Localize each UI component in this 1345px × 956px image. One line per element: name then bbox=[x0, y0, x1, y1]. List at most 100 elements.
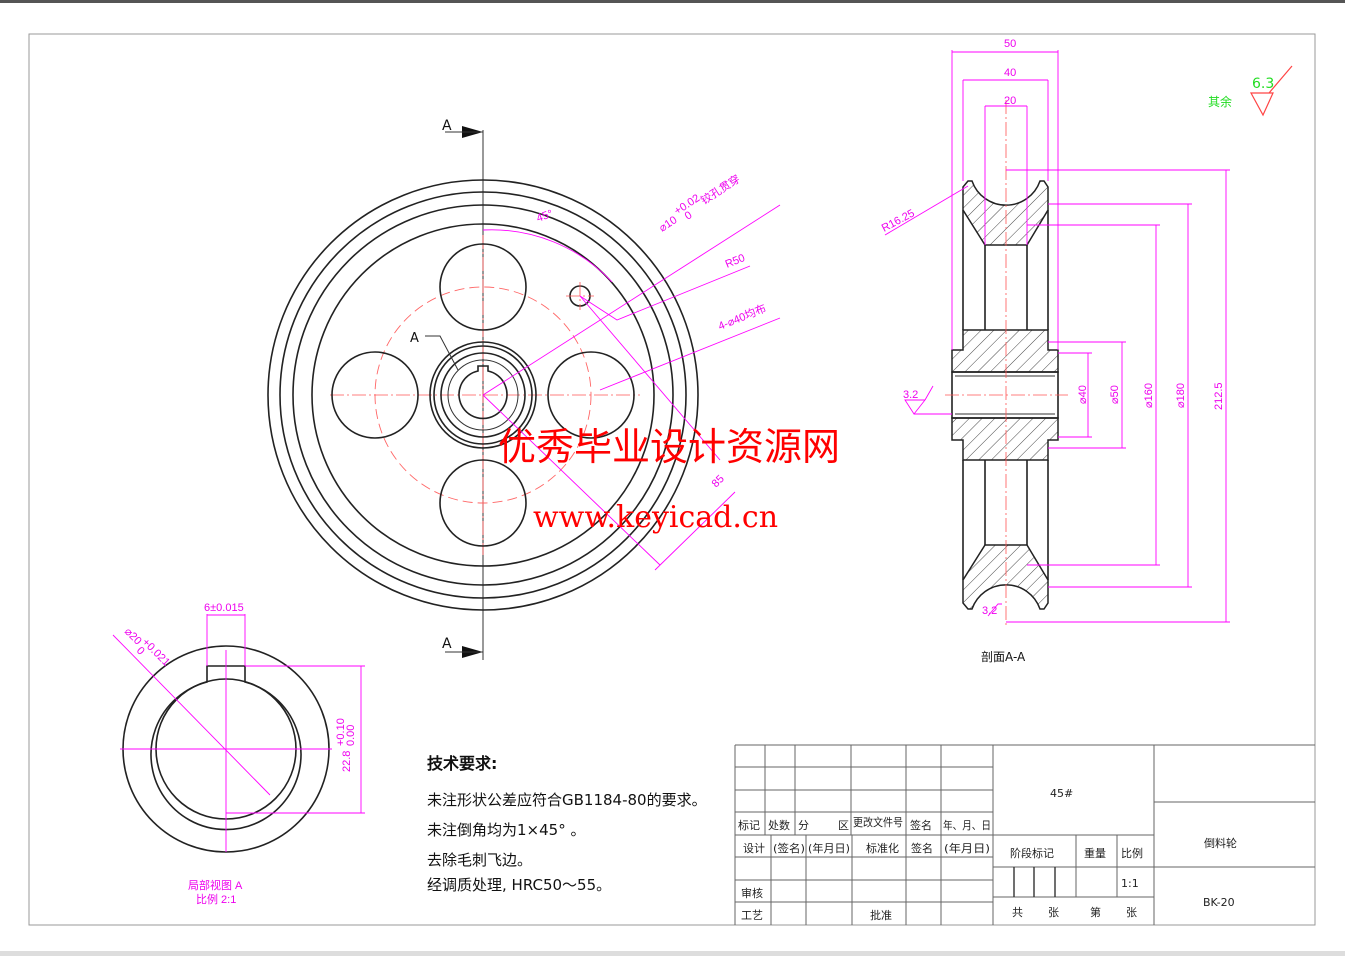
hub-chamfer-circle bbox=[447, 359, 519, 431]
lightening-hole bbox=[331, 351, 419, 439]
material: 45# bbox=[1050, 787, 1073, 800]
sheets-total-label: 共 bbox=[1012, 906, 1023, 919]
dim-key-depth: 22.8 +0.10 0.00 bbox=[335, 718, 357, 772]
scale-label: 比例 bbox=[1121, 846, 1143, 860]
review-label: 审核 bbox=[741, 886, 763, 900]
dim-pin-hole-value: ⌀10 bbox=[657, 214, 679, 234]
title-block: 45# 倒料轮 BK-20 标记 处数 分 区 更改文件号 签名 年、月、日 设… bbox=[734, 744, 1315, 925]
dim-20: 20 bbox=[1004, 95, 1016, 107]
title-block-grid bbox=[734, 744, 1315, 925]
dim-85-lines bbox=[482, 295, 736, 571]
section-mark-top: A bbox=[442, 118, 452, 134]
holes-leader bbox=[599, 317, 781, 391]
sheet-no-label: 第 bbox=[1090, 905, 1101, 919]
dim-key-depth-value: 22.8 bbox=[341, 751, 353, 772]
lightening-hole bbox=[439, 459, 527, 547]
tech-item: 去除毛刺飞边。 bbox=[427, 851, 532, 869]
design-date: (年月日) bbox=[808, 841, 850, 855]
weight-label: 重量 bbox=[1084, 846, 1106, 860]
angle-arc bbox=[482, 229, 613, 283]
th-date: 年、月、日 bbox=[943, 818, 991, 832]
dim-holes: 4-⌀40均布 bbox=[716, 302, 768, 333]
window-bottom-edge bbox=[0, 951, 1345, 956]
approve-label: 批准 bbox=[870, 908, 892, 922]
detail-view: 6±0.015 ⌀20 +0.021 0 22.8 +0.10 0.00 局部视… bbox=[112, 602, 365, 906]
section-view: 50 40 20 ⌀40 ⌀50 ⌀160 ⌀180 212.5 R16.25 … bbox=[880, 38, 1230, 664]
pin-hole-leader bbox=[482, 204, 781, 396]
dim-85: 85 bbox=[710, 473, 727, 490]
detail-caption: 局部视图 A bbox=[188, 878, 243, 892]
standardization-label: 标准化 bbox=[866, 841, 899, 855]
tech-title: 技术要求: bbox=[427, 754, 497, 773]
standardization-sign: 签名 bbox=[911, 841, 933, 855]
th-sign: 签名 bbox=[910, 818, 932, 832]
roughness-bore-symbol bbox=[904, 385, 952, 415]
roughness-groove-symbol bbox=[987, 603, 1002, 617]
technical-requirements: 技术要求: 未注形状公差应符合GB1184-80的要求。 未注倒角均为1×45°… bbox=[427, 754, 707, 894]
web-circle bbox=[311, 223, 655, 567]
hub-circle bbox=[433, 345, 533, 445]
hub-section-bottom bbox=[951, 417, 1059, 461]
detail-keyway-bore bbox=[150, 665, 302, 831]
roughness-bore-value: 3.2 bbox=[903, 389, 918, 401]
dim-d40: ⌀40 bbox=[1077, 385, 1089, 404]
drawing-number: BK-20 bbox=[1203, 896, 1235, 909]
design-label: 设计 bbox=[743, 842, 765, 855]
dim-key-width: 6±0.015 bbox=[204, 602, 244, 614]
th-zone: 区 bbox=[838, 819, 849, 832]
roughness-label: 其余 bbox=[1208, 94, 1232, 109]
diameter-dims bbox=[1006, 169, 1230, 623]
stage-label: 阶段标记 bbox=[1010, 846, 1054, 860]
hub-circle bbox=[440, 352, 526, 438]
dim-d50: ⌀50 bbox=[1109, 385, 1121, 404]
detail-dims bbox=[112, 614, 365, 814]
part-name: 倒料轮 bbox=[1204, 836, 1237, 850]
r16-leader bbox=[884, 185, 969, 236]
keyed-bore bbox=[458, 365, 508, 420]
tech-item: 未注倒角均为1×45° 。 bbox=[427, 821, 585, 839]
standardization-date: (年月日) bbox=[944, 841, 990, 855]
dim-r50: R50 bbox=[724, 252, 747, 271]
dim-d180: ⌀180 bbox=[1175, 383, 1187, 408]
width-dims bbox=[951, 50, 1059, 350]
th-div: 分 bbox=[798, 819, 809, 832]
detail-leader bbox=[425, 335, 459, 371]
web-lines bbox=[962, 210, 1049, 580]
th-change-doc: 更改文件号 bbox=[853, 815, 903, 829]
outer-rim-circle bbox=[267, 179, 699, 611]
dim-key-depth-tol-upper: +0.10 bbox=[335, 718, 347, 746]
drawing-border bbox=[28, 33, 1316, 926]
roughness-value: 6.3 bbox=[1252, 76, 1274, 92]
watermark-url: www.keyicad.cn bbox=[533, 500, 778, 535]
sheets-unit: 张 bbox=[1048, 906, 1059, 919]
section-mark-bottom: A bbox=[442, 636, 452, 652]
dim-50: 50 bbox=[1004, 38, 1016, 50]
window-top-edge bbox=[0, 0, 1345, 3]
tech-item: 未注形状公差应符合GB1184-80的要求。 bbox=[427, 791, 707, 809]
watermark-text: 优秀毕业设计资源网 bbox=[498, 425, 840, 469]
r50-leader bbox=[579, 265, 751, 321]
detail-label: A bbox=[410, 331, 419, 346]
roughness-symbol-icon bbox=[1249, 65, 1293, 117]
dim-angle: 45° bbox=[535, 208, 555, 225]
lightening-hole bbox=[547, 351, 635, 439]
lightening-hole bbox=[439, 243, 527, 331]
process-label: 工艺 bbox=[741, 909, 763, 922]
roughness-groove-value: 3.2 bbox=[982, 605, 997, 617]
groove-circle bbox=[292, 204, 674, 586]
hub-circle bbox=[429, 341, 537, 449]
dim-pin-hole-note: 铰孔贯穿 bbox=[698, 172, 743, 208]
dim-pin-hole: ⌀10 +0.02 0 铰孔贯穿 bbox=[657, 172, 743, 235]
dim-212-5: 212.5 bbox=[1213, 382, 1225, 410]
dim-r16-25: R16.25 bbox=[880, 207, 917, 234]
detail-scale: 比例 2:1 bbox=[196, 892, 236, 906]
dim-40: 40 bbox=[1004, 67, 1016, 79]
sheets-unit: 张 bbox=[1126, 906, 1137, 919]
rim-section-bottom bbox=[962, 544, 1049, 610]
design-sign: (签名) bbox=[773, 841, 805, 855]
scale-value: 1:1 bbox=[1121, 877, 1139, 890]
dim-detail-bore-tol-upper: +0.021 bbox=[140, 636, 172, 668]
main-view: A A A 45° ⌀10 +0.02 0 铰孔贯穿 R bbox=[267, 118, 781, 660]
th-mark: 标记 bbox=[738, 818, 760, 832]
